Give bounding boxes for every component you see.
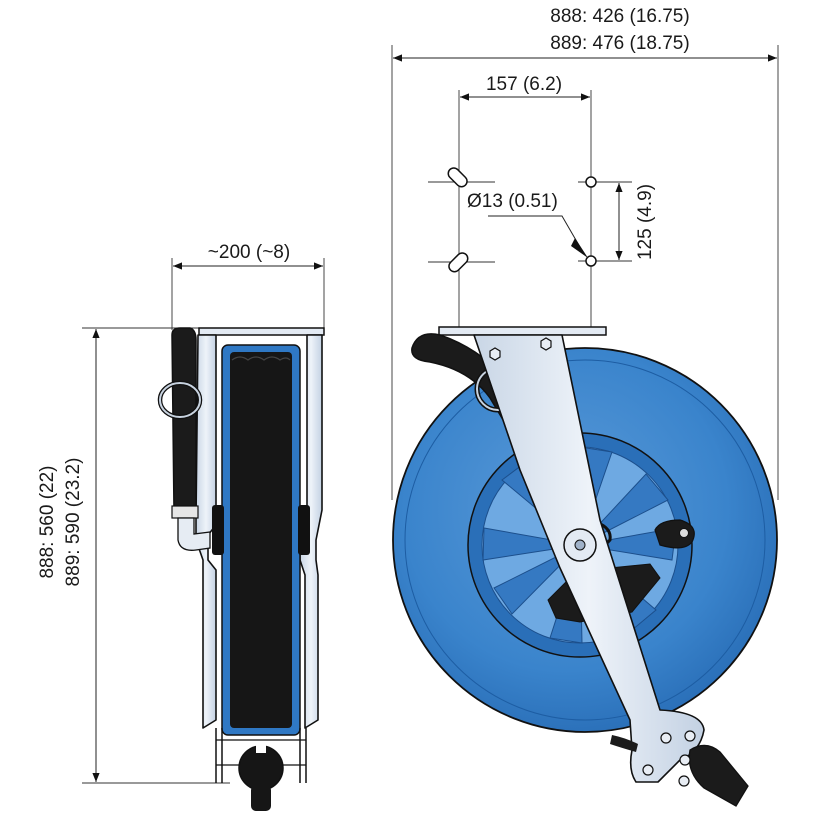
depth-dimension: ~200 (~8) [171, 242, 325, 330]
front-mount-plate [438, 326, 607, 336]
side-wound-hose [230, 352, 292, 728]
diameter-arrow [571, 238, 588, 258]
width-label-888: 888: 426 (16.75) [550, 6, 689, 27]
round-hole-lower [585, 255, 597, 267]
vertical-hole-dimension: 125 (4.9) [615, 183, 656, 260]
side-swivel-elbow [177, 517, 211, 551]
round-hole-upper [585, 176, 597, 188]
hole-spacing-dimension: 157 (6.2) [458, 74, 592, 330]
side-hose [171, 327, 197, 513]
front-view-reel [392, 326, 778, 807]
side-mount-plate [198, 327, 325, 336]
bracket-bolts [489, 337, 696, 776]
height-label-888: 888: 560 (22) [37, 465, 58, 578]
vertical-spacing-label: 125 (4.9) [635, 184, 656, 260]
hole-diameter-callout: Ø13 (0.51) [467, 191, 588, 258]
side-hose-clamp [171, 505, 199, 519]
height-label-889: 889: 590 (23.2) [63, 458, 84, 587]
hole-diameter-label: Ø13 (0.51) [467, 191, 558, 212]
mounting-holes [428, 167, 632, 273]
overall-width-dimension: 888: 426 (16.75) 889: 476 (18.75) [391, 6, 779, 500]
slot-hole-lower [448, 252, 469, 273]
side-view-reel [157, 327, 325, 811]
swivel-inlet [688, 744, 749, 807]
width-label-889: 889: 476 (18.75) [550, 33, 689, 54]
hole-spacing-label: 157 (6.2) [486, 74, 562, 95]
slot-hole-upper [447, 167, 468, 188]
latch-lever [654, 519, 695, 549]
depth-label: ~200 (~8) [208, 242, 290, 263]
